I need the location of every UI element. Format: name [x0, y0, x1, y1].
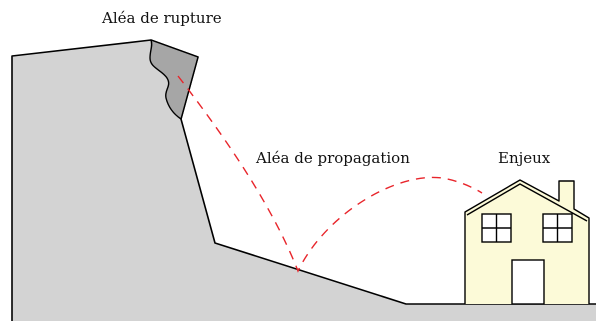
label-enjeux: Enjeux: [498, 149, 551, 167]
house-roof-eave: [466, 183, 588, 222]
label-alea-rupture: Aléa de rupture: [102, 9, 222, 27]
house-door: [511, 259, 545, 305]
house: [464, 179, 590, 305]
house-window-right: [542, 213, 573, 243]
rockfall-trajectory: [177, 75, 483, 273]
label-alea-propagation: Aléa de propagation: [256, 149, 410, 167]
rupture-rock-block: [149, 39, 199, 120]
cliff-terrain: [12, 40, 596, 321]
house-window-left: [481, 213, 512, 243]
house-body: [464, 179, 590, 304]
